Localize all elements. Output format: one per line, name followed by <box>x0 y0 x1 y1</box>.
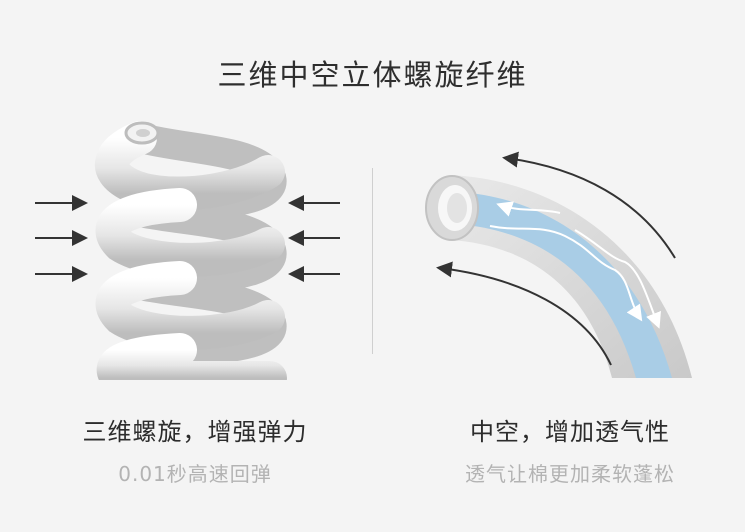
circulation-arrows <box>436 151 676 366</box>
page-title: 三维中空立体螺旋纤维 <box>217 58 528 92</box>
spiral-fiber-illustration <box>90 121 290 410</box>
airflow-arrow-icon <box>489 225 643 322</box>
hollow-subcaption: 透气让棉更加柔软蓬松 <box>465 462 675 486</box>
hollow-fiber-illustration <box>425 175 720 410</box>
curved-arrow-icon <box>502 151 676 259</box>
curved-arrow-icon <box>436 261 612 366</box>
airflow-arrows <box>489 201 661 329</box>
spiral-subcaption: 0.01秒高速回弹 <box>118 462 272 486</box>
airflow-arrow-icon <box>496 201 561 217</box>
column-divider <box>372 168 373 354</box>
left-compression-arrows <box>35 195 88 282</box>
right-compression-arrows <box>288 195 340 282</box>
airflow-arrow-icon <box>574 229 661 329</box>
hollow-caption: 中空，增加透气性 <box>470 418 670 446</box>
spiral-caption: 三维螺旋，增强弹力 <box>82 418 308 446</box>
